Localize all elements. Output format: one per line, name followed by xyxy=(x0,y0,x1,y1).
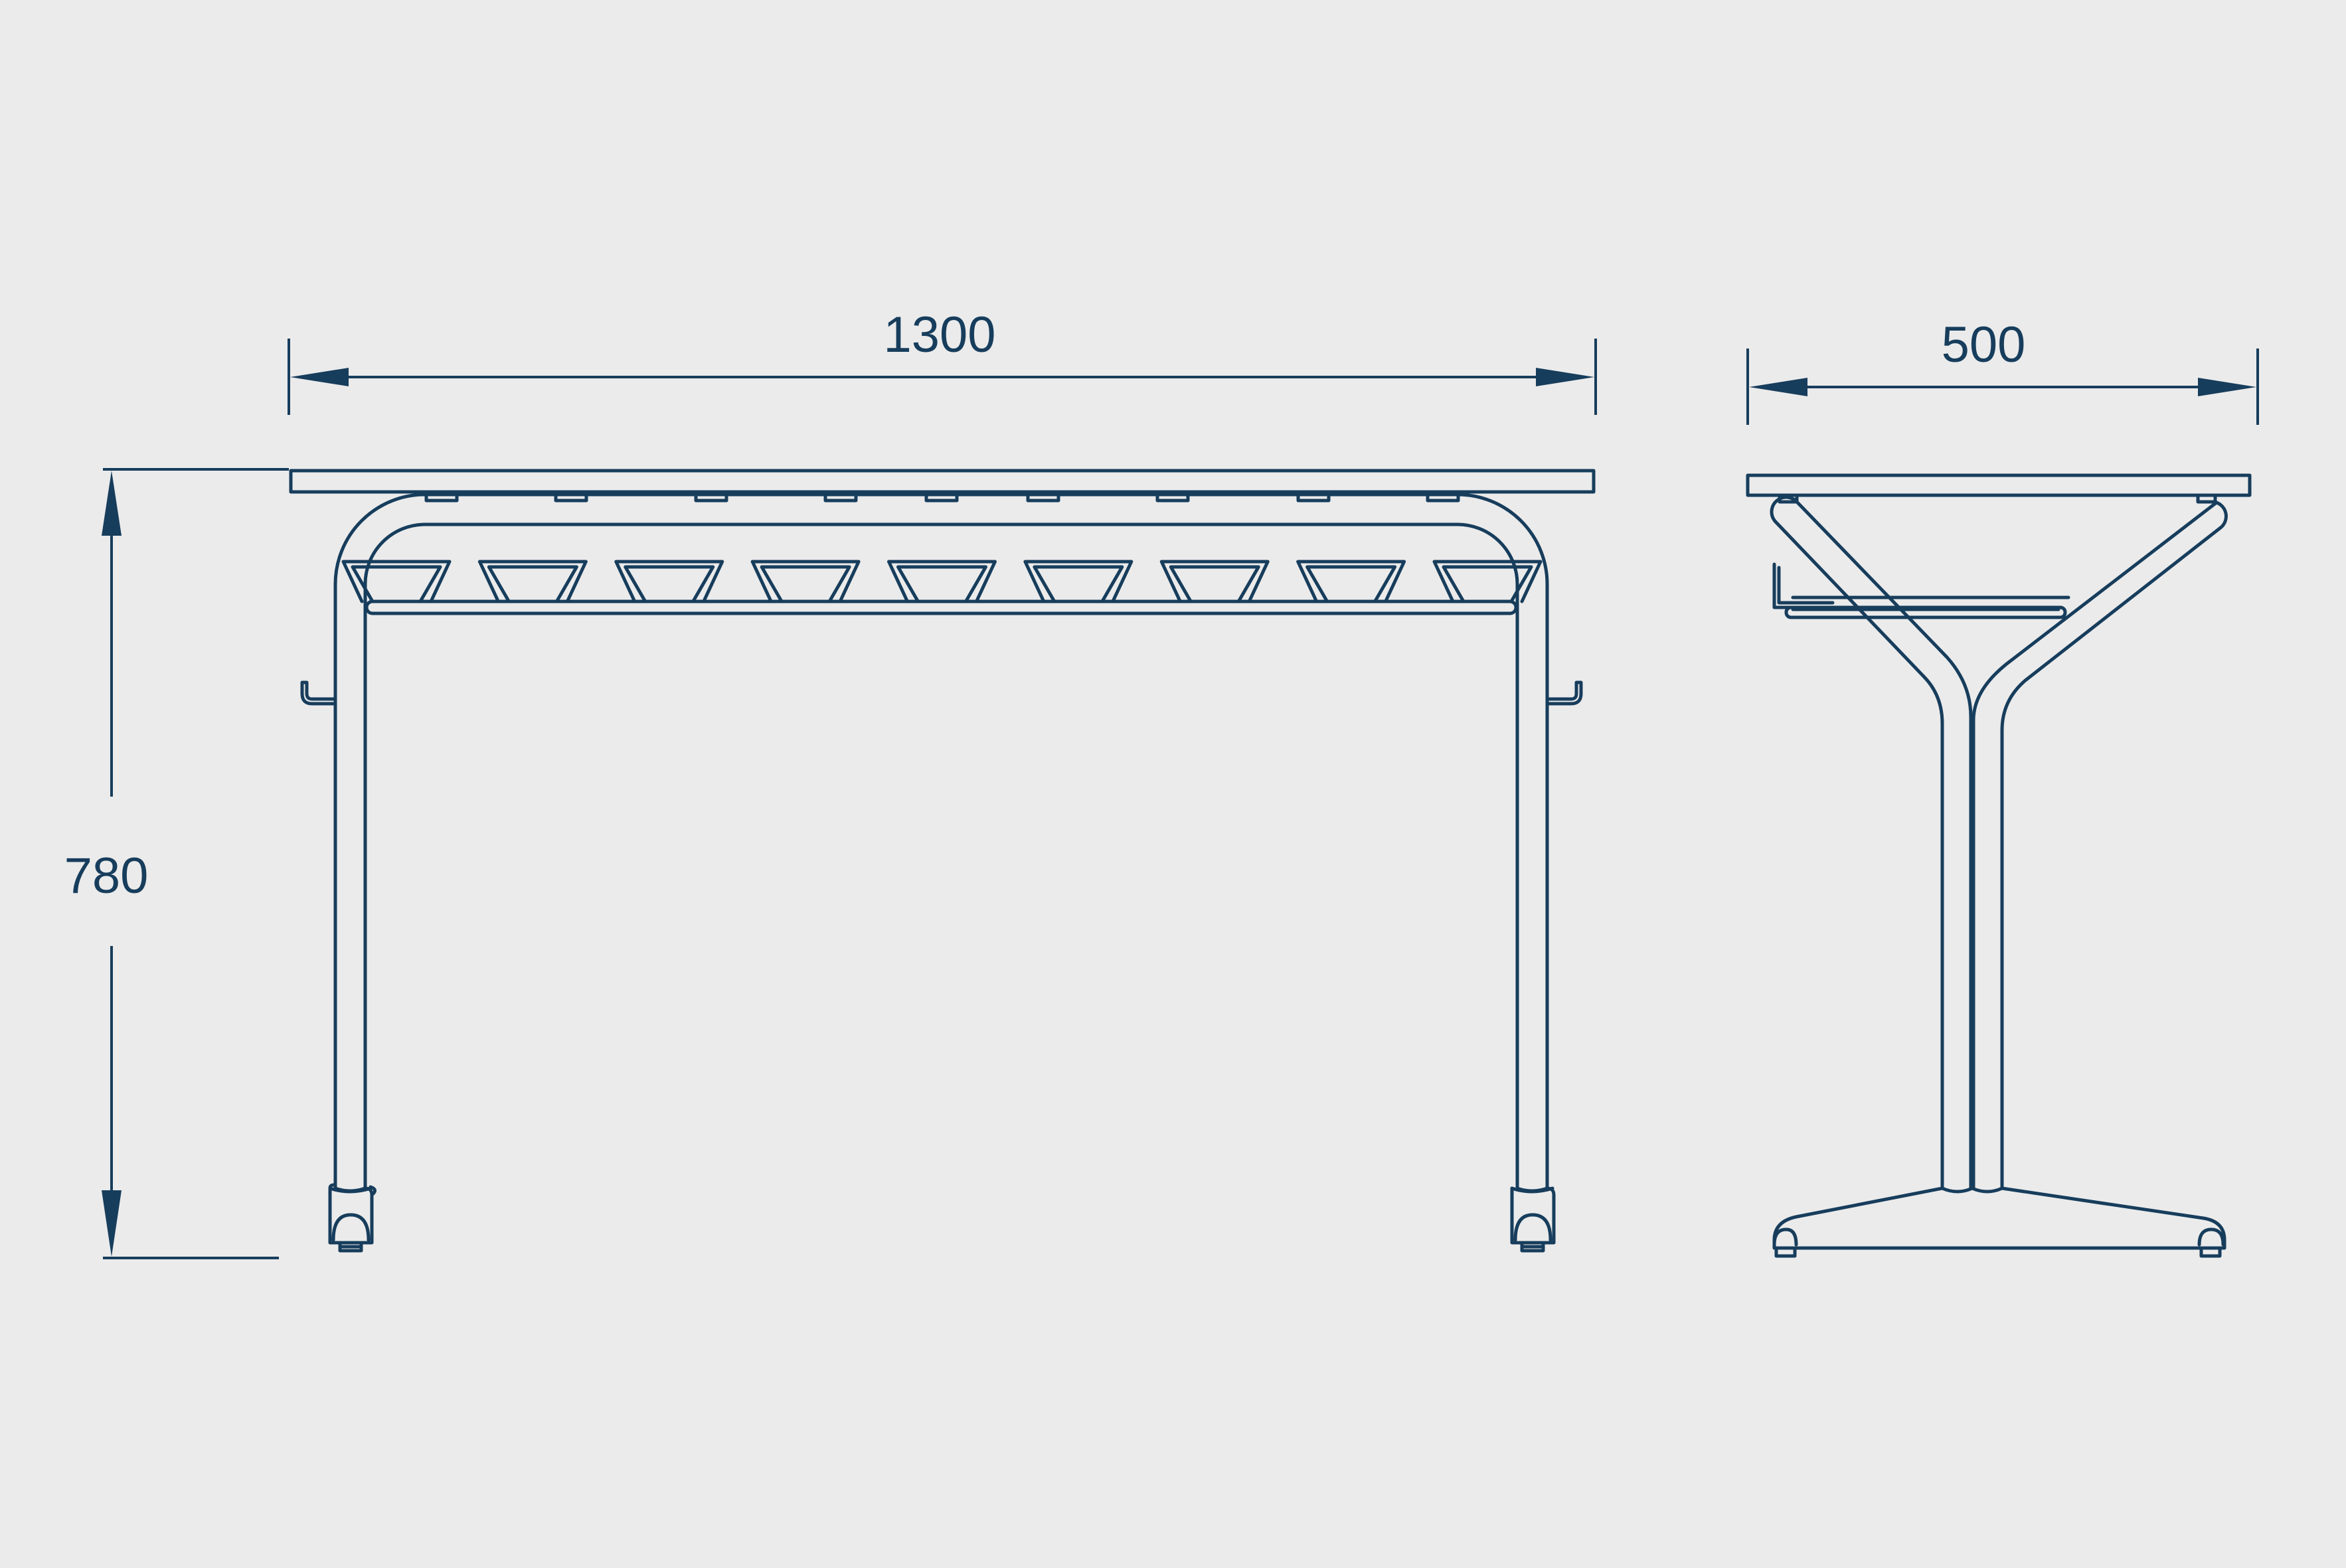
side-depth-dimension: 500 xyxy=(1746,317,2259,425)
side-depth-label: 500 xyxy=(1942,317,2026,373)
basket-inner-4 xyxy=(760,565,851,603)
arrow-left-icon xyxy=(290,368,349,386)
basket-inner-1 xyxy=(351,565,442,603)
basket-7 xyxy=(1159,560,1270,603)
table-top-front xyxy=(289,469,1596,494)
front-width-label: 1300 xyxy=(883,307,995,363)
basket-inner-8 xyxy=(1305,565,1397,603)
basket-2 xyxy=(477,560,588,603)
front-height-label: 780 xyxy=(64,848,149,904)
foot-left xyxy=(328,1183,377,1253)
basket-inner-5 xyxy=(896,565,987,603)
side-base xyxy=(1772,1186,2226,1258)
basket-inner-3 xyxy=(624,565,715,603)
foot-right xyxy=(1510,1186,1556,1253)
side-shelf xyxy=(1772,562,2070,619)
basket-inner-7 xyxy=(1169,565,1260,603)
basket-inner-2 xyxy=(487,565,578,603)
basket-8 xyxy=(1296,560,1406,603)
arrow-right-icon xyxy=(2198,378,2256,396)
bag-hook-left-icon xyxy=(300,680,337,706)
bag-hook-right-icon xyxy=(1545,680,1583,706)
basket-5 xyxy=(887,560,997,603)
storage-baskets xyxy=(341,560,1543,603)
front-width-dimension: 1300 xyxy=(288,307,1597,415)
basket-4 xyxy=(750,560,861,603)
arrow-right-icon xyxy=(1536,368,1594,386)
front-height-dimension: 780 xyxy=(64,468,289,1259)
basket-3 xyxy=(614,560,724,603)
arrow-left-icon xyxy=(1749,378,1807,396)
basket-9 xyxy=(1432,560,1543,603)
basket-6 xyxy=(1023,560,1133,603)
y-leg xyxy=(1770,495,2228,1190)
storage-rail xyxy=(365,599,1518,615)
table-top-side xyxy=(1746,473,2252,497)
arrow-up-icon xyxy=(102,471,122,536)
side-view: 500 xyxy=(1746,317,2259,1258)
front-frame xyxy=(333,493,1549,1190)
basket-inner-6 xyxy=(1033,565,1124,603)
front-view: 1300 780 xyxy=(64,307,1597,1259)
basket-1 xyxy=(341,560,452,603)
arrow-down-icon xyxy=(102,1190,122,1257)
basket-inner-9 xyxy=(1442,565,1533,603)
